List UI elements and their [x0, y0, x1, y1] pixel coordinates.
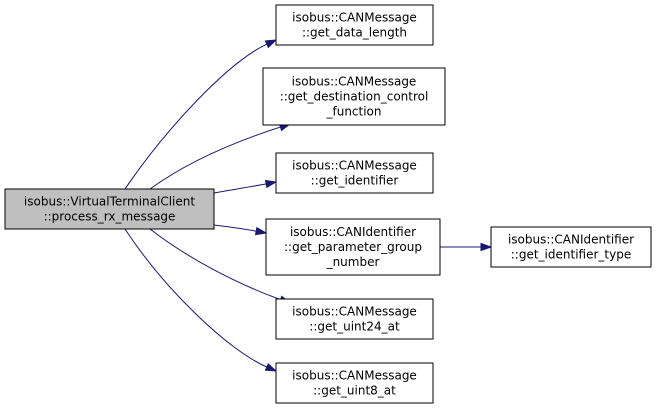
node-label-line: isobus::CANMessage — [292, 11, 417, 25]
node-box — [490, 226, 652, 268]
node-box — [262, 67, 446, 126]
edge-get_parameter_group_number-to-get_identifier_type — [440, 242, 493, 252]
node-label-line: ::get_uint8_at — [313, 384, 396, 398]
node-label-line: isobus::CANIdentifier — [290, 225, 416, 239]
node-box — [275, 152, 434, 194]
node-box — [275, 4, 434, 46]
edge-line — [124, 43, 268, 190]
node-label-line: ::get_identifier_type — [511, 248, 631, 262]
node-label-line: ::get_identifier — [311, 174, 399, 188]
edge-line — [149, 126, 281, 190]
edge-root-to-get_destination_control_function — [149, 123, 292, 190]
node-label-line: ::get_destination_control — [280, 90, 429, 104]
node-label-line: isobus::CANMessage — [292, 75, 417, 89]
node-label-line: isobus::CANMessage — [292, 369, 417, 383]
edge-root-to-get_data_length — [124, 39, 278, 190]
node-label-line: isobus::CANMessage — [292, 305, 417, 319]
edge-root-to-get_identifier — [213, 179, 278, 194]
node-get-uint24-at[interactable]: isobus::CANMessage::get_uint24_at — [275, 298, 434, 340]
node-get-uint8-at[interactable]: isobus::CANMessage::get_uint8_at — [275, 362, 434, 404]
arrowhead-icon — [264, 362, 278, 372]
node-box — [275, 298, 434, 340]
node-label-line: ::get_parameter_group — [284, 240, 422, 254]
node-label-line: ::get_data_length — [302, 26, 407, 40]
node-get-data-length[interactable]: isobus::CANMessage::get_data_length — [275, 4, 434, 46]
node-get-parameter-group-number[interactable]: isobus::CANIdentifier::get_parameter_gro… — [265, 218, 441, 276]
node-label-line: isobus::CANMessage — [292, 159, 417, 173]
root-node-root: isobus::VirtualTerminalClient::process_r… — [4, 188, 215, 230]
edge-line — [213, 224, 257, 232]
edge-line — [124, 228, 268, 368]
node-box — [265, 218, 441, 276]
edge-line — [213, 183, 267, 194]
node-get-identifier[interactable]: isobus::CANMessage::get_identifier — [275, 152, 434, 194]
node-label-line: ::process_rx_message — [44, 210, 176, 224]
node-label-line: isobus::CANIdentifier — [508, 233, 634, 247]
arrowhead-icon — [480, 242, 493, 252]
node-get-identifier-type[interactable]: isobus::CANIdentifier::get_identifier_ty… — [490, 226, 652, 268]
node-label-line: _number — [326, 255, 380, 269]
node-label-line: isobus::VirtualTerminalClient — [24, 195, 195, 209]
arrowhead-icon — [254, 226, 268, 236]
edge-line — [149, 228, 281, 301]
nodes-layer: isobus::VirtualTerminalClient::process_r… — [4, 4, 652, 404]
node-box — [4, 188, 215, 230]
arrowhead-icon — [264, 39, 278, 49]
edge-root-to-get_parameter_group_number — [213, 224, 268, 236]
arrowhead-icon — [264, 179, 278, 189]
node-label-line: ::get_uint24_at — [309, 320, 400, 334]
edge-root-to-get_uint8_at — [124, 228, 278, 372]
node-box — [275, 362, 434, 404]
node-label-line: _function — [325, 105, 381, 119]
node-get-destination-control-function[interactable]: isobus::CANMessage::get_destination_cont… — [262, 67, 446, 126]
